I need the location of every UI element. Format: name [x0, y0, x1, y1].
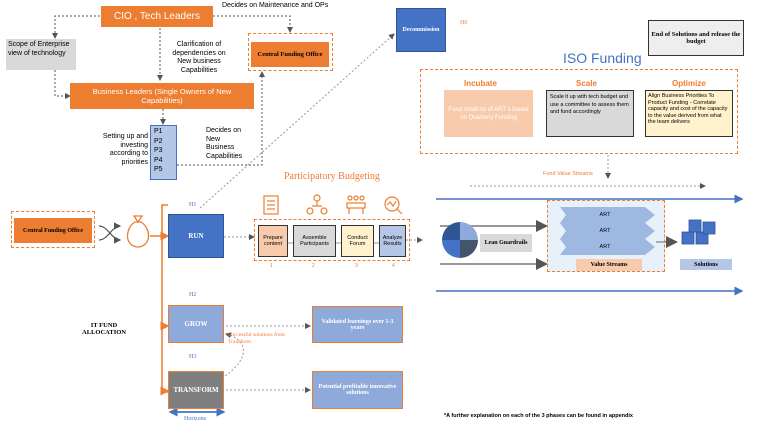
clarification-text: Clarification of dependencies on New bus… — [172, 41, 226, 74]
analysis-icon — [384, 196, 403, 215]
transform-box[interactable]: TRANSFORM — [168, 371, 224, 409]
solutions-label: Solutions — [680, 259, 732, 270]
priority-item: P1 — [154, 128, 163, 135]
art-label: ART — [599, 228, 611, 234]
pie-chart-icon — [442, 222, 478, 258]
business-leaders-box[interactable]: Business Leaders (Single Owners of New C… — [70, 83, 254, 109]
h1-label: H1 — [189, 202, 197, 208]
scope-box[interactable]: Scope of Enterprise view of technology — [6, 39, 76, 70]
central-funding-left-frame — [11, 211, 95, 248]
cio-box[interactable]: CIO , Tech Leaders — [101, 6, 213, 27]
iso-funding-title: ISO Funding — [563, 50, 642, 66]
art-chevrons — [560, 207, 655, 255]
lean-guardrails-label: Lean Guardrails — [480, 234, 532, 252]
priority-item: P4 — [154, 156, 163, 164]
central-funding-top[interactable]: Central Funding Office — [251, 42, 329, 67]
incubate-box[interactable]: Fund small no of ART s based on Quarterl… — [444, 90, 533, 137]
optimize-title: Optimize — [672, 79, 706, 88]
iso-funding-frame — [420, 69, 738, 154]
step-prepare-content[interactable]: Prepare content — [258, 225, 288, 257]
step-number: 3 — [355, 263, 358, 269]
scale-box[interactable]: Scale it up with tech budget and use a c… — [546, 90, 634, 137]
decides-new-text: Decides on New Business Capabilities — [206, 127, 243, 160]
step-number: 2 — [312, 263, 315, 269]
horizons-label: Horizons — [184, 416, 206, 422]
solutions-cubes-icon — [681, 219, 716, 245]
cio-note: Decides on Maintenance and OPs — [222, 2, 329, 9]
central-funding-top-frame — [248, 33, 333, 71]
central-funding-left[interactable]: Central Funding Office — [14, 218, 92, 243]
end-solutions-box[interactable]: End of Solutions and release the budget — [648, 20, 744, 56]
steps-frame — [254, 219, 410, 261]
validated-learnings-box[interactable]: Validated learnings over 1-3 years — [312, 306, 403, 343]
participatory-budgeting-title: Participatory Budgeting — [284, 171, 380, 182]
grow-box[interactable]: GROW — [168, 305, 224, 343]
footnote: *A further explanation on each of the 3 … — [444, 413, 633, 419]
h2-label: H2 — [189, 292, 197, 298]
run-box[interactable]: RUN — [168, 214, 224, 258]
value-streams-label: Value Streams — [576, 259, 642, 271]
h3-label: H3 — [189, 354, 197, 360]
optimize-box[interactable]: Align Business Priorities To Product Fun… — [645, 90, 733, 137]
art-label: ART — [599, 212, 611, 218]
step-assemble-participants[interactable]: Assemble Participants — [293, 225, 336, 257]
h0-label: H0 — [460, 20, 468, 26]
art-label: ART — [599, 244, 611, 250]
fund-value-streams-label: Fund Value Streams — [543, 171, 593, 177]
potential-solutions-box[interactable]: Potential profitable innovative solution… — [312, 371, 403, 409]
it-fund-allocation-label: IT FUND ALLOCATION — [82, 322, 126, 336]
checklist-icon — [263, 195, 279, 215]
successful-solutions-text: Successful solutions from Transform — [228, 332, 285, 345]
decommission-box[interactable]: Decommission — [396, 8, 446, 52]
priority-item: P2 — [154, 137, 163, 145]
setting-up-text: Setting up and investing according to pr… — [102, 133, 148, 166]
scale-title: Scale — [576, 79, 597, 88]
incubate-title: Incubate — [464, 79, 497, 88]
priorities-box[interactable]: P1 P2 P3 P4 P5 — [150, 125, 177, 180]
step-conduct-forum[interactable]: Conduct Forum — [341, 225, 374, 257]
people-network-icon — [306, 194, 328, 215]
meeting-icon — [346, 195, 366, 214]
shuffle-icon — [98, 222, 122, 244]
money-bag-icon — [126, 215, 150, 248]
priority-item: P5 — [154, 166, 163, 173]
priority-item: P3 — [154, 147, 163, 154]
step-number: 4 — [392, 263, 395, 269]
step-number: 1 — [270, 263, 273, 269]
step-analyze-results[interactable]: Analyze Results — [379, 225, 406, 257]
